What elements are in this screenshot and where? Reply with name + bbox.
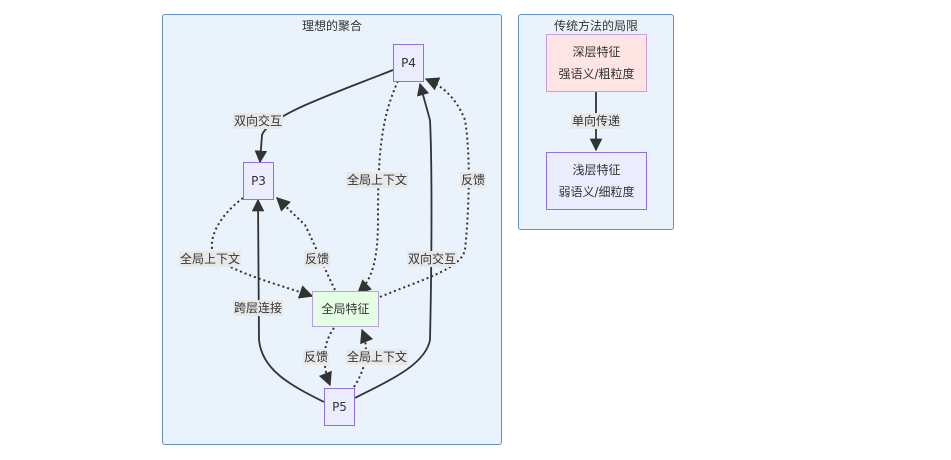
node-deep-feature[interactable]: 深层特征 强语义/粗粒度 [546,34,647,92]
edge-label-p5-global: 全局上下文 [345,349,409,365]
node-label: P5 [332,400,347,414]
edge-global-p4-feedback [379,77,470,298]
node-shallow-feature[interactable]: 浅层特征 弱语义/细粒度 [546,152,647,210]
edge-label-p4-p3: 双向交互 [232,113,284,129]
cluster-ideal-aggregation: 理想的聚合 [162,14,502,445]
edge-p5-global [353,328,374,388]
node-label-line1: 深层特征 [572,45,621,59]
cluster-title: 理想的聚合 [301,19,362,33]
edge-p5-p4 [354,82,433,399]
edge-label-global-p3: 反馈 [303,251,331,267]
edge-label-global-p5: 反馈 [302,349,330,365]
node-label: P4 [401,56,416,70]
edge-p4-p3 [254,69,394,164]
edge-p5-p3 [251,198,325,403]
edge-label-deep-shallow: 单向传递 [570,113,622,129]
edge-global-p3 [275,197,336,291]
node-p4[interactable]: P4 [393,44,424,82]
edge-label-global-p4: 反馈 [459,172,487,188]
cluster-title: 传统方法的局限 [553,19,638,33]
edge-label-p5-p3: 跨层连接 [232,300,284,316]
edge-p3-global [210,197,314,299]
node-global-feature[interactable]: 全局特征 [312,291,379,327]
node-p3[interactable]: P3 [243,162,274,200]
node-label-line1: 浅层特征 [572,163,621,177]
node-label-line2: 弱语义/细粒度 [558,185,635,199]
node-label: 全局特征 [321,302,370,316]
edge-label-p4-global: 全局上下文 [345,172,409,188]
node-p5[interactable]: P5 [324,388,355,426]
node-label: P3 [251,174,266,188]
edge-label-p3-global: 全局上下文 [178,251,242,267]
edge-label-global-p4-bi: 双向交互 [406,251,458,267]
node-label-line2: 强语义/粗粒度 [558,67,635,81]
